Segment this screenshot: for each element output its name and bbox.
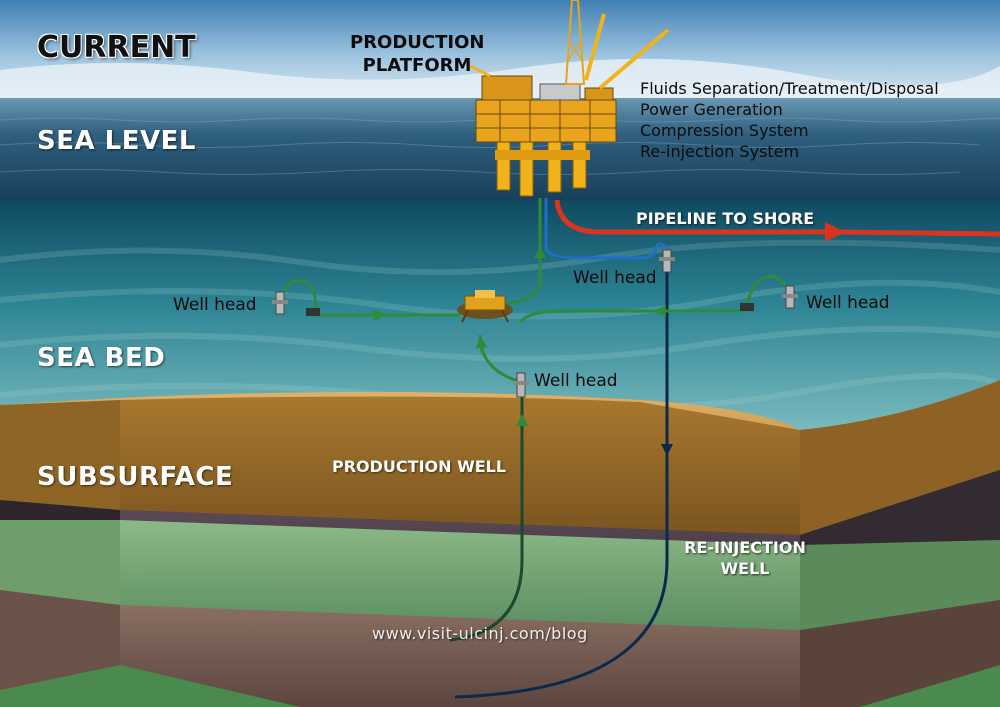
platform-functions-list: Fluids Separation/Treatment/Disposal Pow… [640,78,939,162]
wellhead-tree-right [740,285,798,311]
sand-layer-left [0,400,120,510]
reinjection-flowline [544,198,668,260]
riser-production [504,198,542,306]
wellhead-tree-top [659,249,675,273]
pipeline-to-shore-line [554,199,845,242]
zone-label-sea-level: SEA LEVEL [37,126,196,156]
bottom-green [0,665,300,707]
reservoir-layer-left [0,520,120,615]
platform-function-item: Compression System [640,121,809,140]
platform-function-item: Fluids Separation/Treatment/Disposal [640,79,939,98]
zone-label-subsurface: SUBSURFACE [37,462,234,492]
production-well-label: PRODUCTION WELL [332,457,507,476]
flowline-left [278,279,460,317]
well-head-label-left: Well head [173,295,257,315]
well-head-label-top: Well head [573,268,657,288]
sand-layer-right [800,380,1000,535]
platform-title-line2: PLATFORM [362,55,472,76]
well-head-label-right: Well head [806,293,890,313]
platform-function-item: Power Generation [640,100,783,119]
pipeline-label: PIPELINE TO SHORE [636,209,815,228]
platform-function-item: Re-injection System [640,142,800,161]
well-head-label-bottom: Well head [534,371,618,391]
reinjection-well-line [454,258,669,699]
reinjection-well-label: RE-INJECTION WELL [677,537,813,579]
rock-layer [120,605,800,707]
production-platform [469,0,670,197]
platform-title-line1: PRODUCTION [350,32,485,53]
production-well-line [449,395,524,642]
zone-label-sea-bed: SEA BED [37,343,166,373]
watermark: www.visit-ulcinj.com/blog [372,624,588,643]
subsea-manifold [457,290,513,323]
reservoir-layer [120,520,800,640]
sand-layer [120,396,800,535]
platform-title: PRODUCTION PLATFORM [350,31,484,77]
bottom-green-right [860,665,1000,707]
reinjection-well-label-line1: RE-INJECTION [684,538,806,557]
flowline-right [518,274,792,324]
wellhead-tree-bottom [513,372,529,398]
reinjection-well-label-line2: WELL [720,559,770,578]
zone-label-current: CURRENT [37,30,196,65]
wellhead-tree-left [272,291,320,316]
